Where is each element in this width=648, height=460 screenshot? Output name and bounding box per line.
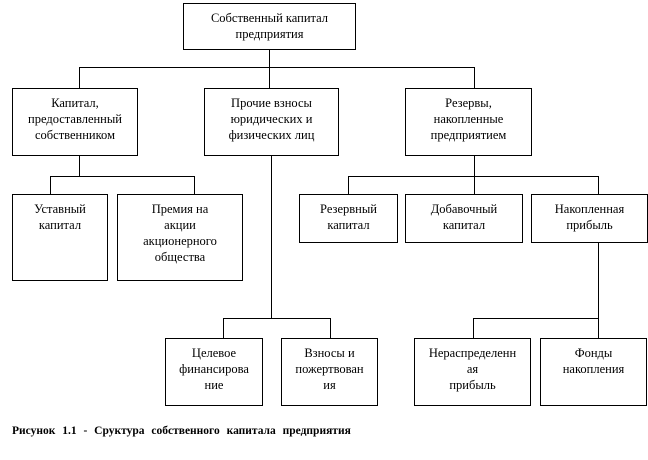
- connector: [269, 49, 270, 88]
- connector: [271, 155, 272, 318]
- connector: [79, 67, 475, 68]
- charter-capital-box: Уставный капитал: [12, 194, 108, 281]
- other-contributions-box: Прочие взносы юридических и физических л…: [204, 88, 339, 156]
- accumulated-profit-box: Накопленная прибыль: [531, 194, 648, 243]
- owner-capital-box: Капитал, предоставленный собственником: [12, 88, 138, 156]
- connector: [348, 176, 599, 177]
- connector: [473, 318, 474, 338]
- connector: [348, 176, 349, 194]
- connector: [50, 176, 51, 194]
- connector: [194, 176, 195, 194]
- share-premium-box: Премия на акции акционерного общества: [117, 194, 243, 281]
- reserves-box: Резервы, накопленные предприятием: [405, 88, 532, 156]
- targeted-financing-box: Целевое финансирова ние: [165, 338, 263, 406]
- connector: [79, 155, 80, 176]
- accumulation-funds-box: Фонды накопления: [540, 338, 647, 406]
- connector: [474, 155, 475, 194]
- connector: [598, 242, 599, 338]
- figure-caption: Рисунок 1.1 - Сруктура собственного капи…: [12, 425, 351, 437]
- donations-box: Взносы и пожертвован ия: [281, 338, 378, 406]
- connector: [79, 67, 80, 88]
- connector: [223, 318, 331, 319]
- connector: [598, 176, 599, 194]
- connector: [474, 67, 475, 88]
- additional-capital-box: Добавочный капитал: [405, 194, 523, 243]
- root-box: Собственный капитал предприятия: [183, 3, 356, 50]
- retained-earnings-box: Нераспределенн ая прибыль: [414, 338, 531, 406]
- reserve-capital-box: Резервный капитал: [299, 194, 398, 243]
- connector: [50, 176, 195, 177]
- connector: [330, 318, 331, 338]
- connector: [223, 318, 224, 338]
- connector: [473, 318, 599, 319]
